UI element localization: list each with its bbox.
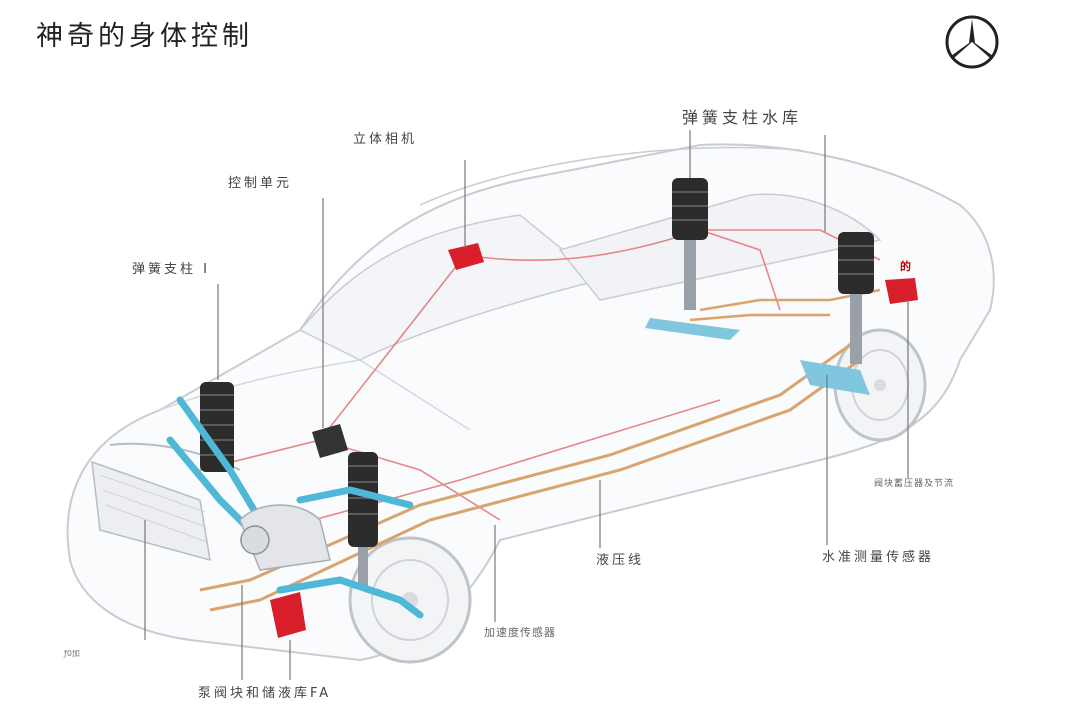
rear-right-strut bbox=[800, 232, 874, 395]
label-control-unit: 控制单元 bbox=[228, 176, 293, 191]
stereo-camera-part bbox=[448, 243, 484, 270]
label-accel-sensor: 加速度传感器 bbox=[484, 626, 556, 639]
label-small-right: 的 bbox=[900, 260, 911, 273]
hydraulic-line-main bbox=[199, 343, 861, 612]
engine-components bbox=[239, 504, 331, 571]
label-level-sensor: 水准测量传感器 bbox=[822, 550, 935, 565]
label-spring-strut: 弹簧支柱 I bbox=[132, 262, 210, 277]
label-valve-block: 阀块蓄压器及节流 bbox=[874, 479, 955, 489]
side-window bbox=[558, 193, 882, 301]
pump-unit-part bbox=[270, 592, 306, 638]
mercedes-star-icon bbox=[945, 15, 999, 69]
rear-left-strut bbox=[645, 178, 740, 340]
page-title: 神奇的身体控制 bbox=[36, 21, 253, 52]
front-wheel bbox=[348, 536, 472, 664]
label-pump-valve: 泵阀块和储液库FA bbox=[198, 686, 332, 701]
front-right-strut bbox=[276, 452, 424, 619]
label-small-left: ƒ0加 bbox=[64, 649, 80, 658]
windshield bbox=[298, 214, 602, 361]
valve-block-part bbox=[885, 278, 918, 304]
label-stereo-camera: 立体相机 bbox=[353, 132, 418, 147]
roof-line bbox=[419, 146, 801, 206]
label-spring-strut-reservoir: 弹簧支柱水库 bbox=[682, 108, 803, 127]
control-unit-part bbox=[312, 424, 348, 458]
label-hydraulic-line: 液压线 bbox=[596, 553, 645, 568]
hood-line bbox=[159, 359, 471, 431]
front-grille bbox=[91, 460, 211, 562]
leader-lines bbox=[144, 130, 909, 680]
